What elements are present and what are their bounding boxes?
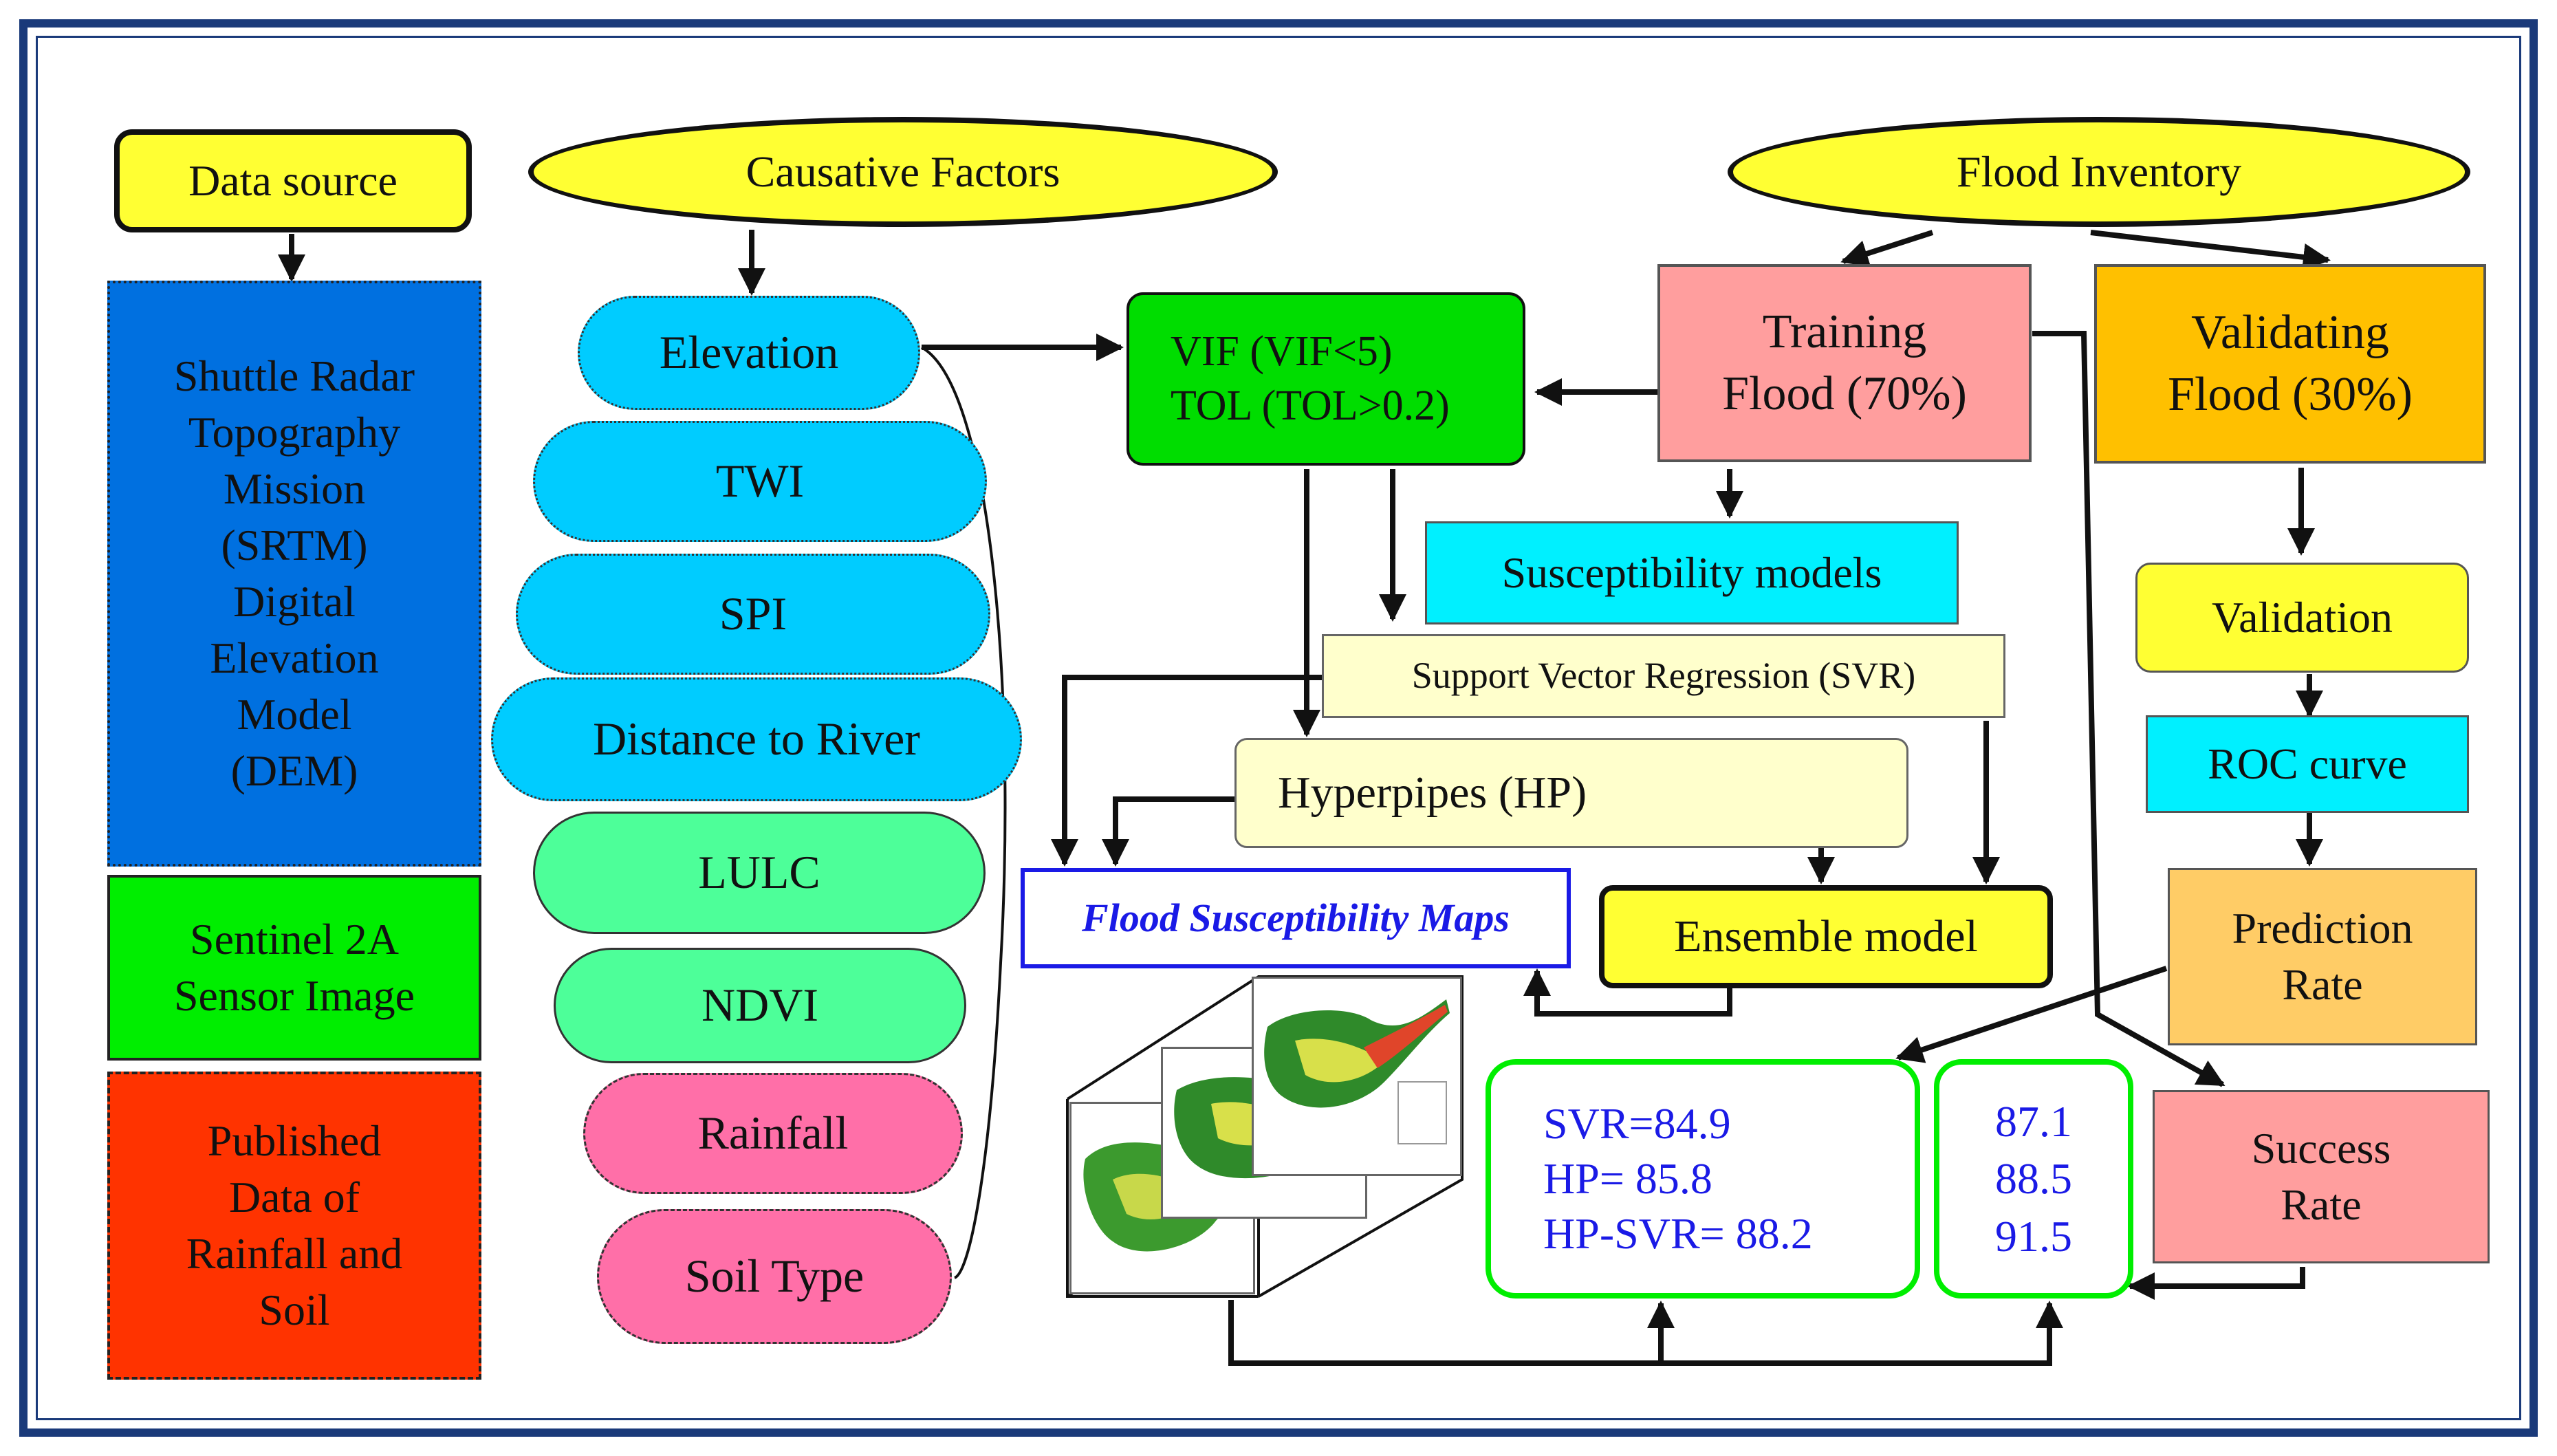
srtm-line: Elevation (210, 633, 379, 682)
arrow-inventory-validating (2090, 230, 2331, 271)
data-source-title: Data source (114, 129, 472, 232)
factor-label: Elevation (659, 326, 839, 379)
data-source-title-label: Data source (188, 156, 398, 206)
arrow-prediction-results (1895, 966, 2168, 1063)
hyperpipes-label: Hyperpipes (HP) (1278, 767, 1587, 818)
result-line: SVR=84.9 (1543, 1099, 1731, 1148)
training-flood-box: Training Flood (70%) (1657, 264, 2032, 462)
training-line: Training (1762, 305, 1927, 359)
arrow-maps-result2 (1661, 1301, 2063, 1366)
ensemble-model-label: Ensemble model (1674, 911, 1978, 961)
factor-ndvi: NDVI (554, 948, 966, 1063)
vif-line: VIF (VIF<5) (1171, 327, 1393, 375)
result-line: 88.5 (1995, 1154, 2072, 1204)
prediction-line: Prediction (2232, 904, 2413, 953)
arrow-ensemble-maps (1523, 968, 1732, 1017)
srtm-line: Mission (223, 464, 366, 514)
factor-label: TWI (715, 455, 805, 508)
prediction-rate-box: Prediction Rate (2168, 868, 2477, 1045)
factor-label: LULC (698, 846, 820, 899)
factor-elevation: Elevation (578, 296, 920, 410)
success-results-box: 87.1 88.5 91.5 (1934, 1059, 2133, 1299)
factor-label: Rainfall (697, 1107, 849, 1160)
vif-tol-box: VIF (VIF<5) TOL (TOL>0.2) (1127, 292, 1525, 466)
factor-label: NDVI (701, 979, 818, 1032)
causative-factors-title: Causative Factors (528, 117, 1278, 227)
roc-curve-box: ROC curve (2146, 715, 2469, 813)
srtm-line: (SRTM) (221, 521, 368, 570)
tol-line: TOL (TOL>0.2) (1171, 382, 1450, 429)
flood-inventory-label: Flood Inventory (1956, 147, 2242, 197)
success-rate-box: Success Rate (2153, 1090, 2490, 1263)
arrow-inventory-training (1840, 230, 1934, 267)
validation-label: Validation (2211, 593, 2393, 642)
srtm-line: Model (237, 689, 352, 739)
success-line: Rate (2281, 1180, 2362, 1229)
map-image-3 (1264, 999, 1450, 1144)
susceptibility-models-box: Susceptibility models (1425, 521, 1959, 624)
inner-frame (36, 36, 2521, 1420)
result-line: HP= 85.8 (1543, 1154, 1712, 1203)
validating-line: Flood (30%) (2168, 368, 2413, 421)
arrow-success-results (2127, 1267, 2305, 1300)
srtm-line: Topography (188, 408, 401, 457)
roc-curve-label: ROC curve (2208, 739, 2407, 789)
ensemble-model-box: Ensemble model (1599, 885, 2053, 988)
factor-soil-type: Soil Type (597, 1209, 952, 1344)
causative-factors-label: Causative Factors (746, 147, 1060, 197)
prediction-results-box: SVR=84.9 HP= 85.8 HP-SVR= 88.2 (1486, 1059, 1920, 1299)
success-line: Success (2251, 1124, 2391, 1173)
factor-distance-to-river: Distance to River (491, 677, 1022, 801)
factor-lulc: LULC (533, 812, 986, 934)
factor-label: Distance to River (593, 713, 920, 765)
srtm-line: Shuttle Radar (173, 351, 415, 401)
factor-bracket (921, 346, 1007, 1279)
factor-spi: SPI (516, 554, 990, 675)
factor-rainfall: Rainfall (583, 1073, 963, 1194)
result-line: 91.5 (1995, 1211, 2072, 1261)
susceptibility-models-label: Susceptibility models (1501, 548, 1882, 598)
svr-label: Support Vector Regression (SVR) (1411, 655, 1916, 697)
result-line: 87.1 (1995, 1097, 2072, 1147)
outer-frame (19, 19, 2538, 1437)
arrow-training-success (2032, 331, 2226, 1087)
flood-inventory-title: Flood Inventory (1728, 117, 2470, 227)
arrow-hp-maps (1102, 796, 1234, 867)
factor-label: Soil Type (684, 1250, 864, 1303)
flood-susceptibility-maps-box: Flood Susceptibility Maps (1021, 868, 1571, 968)
srtm-line: Digital (233, 577, 356, 626)
map-thumbnail-3 (1252, 977, 1462, 1176)
validating-flood-box: Validating Flood (30%) (2094, 264, 2486, 464)
hyperpipes-box: Hyperpipes (HP) (1234, 738, 1908, 848)
published-line: Published (207, 1116, 382, 1166)
training-line: Flood (70%) (1722, 367, 1967, 420)
srtm-line: (DEM) (230, 746, 358, 795)
prediction-line: Rate (2282, 960, 2363, 1009)
published-data-box: Published Data of Rainfall and Soil (107, 1072, 481, 1380)
result-line: HP-SVR= 88.2 (1543, 1209, 1813, 1258)
sentinel-line: Sentinel 2A (190, 915, 399, 964)
arrow-maps-result1 (1228, 1300, 1675, 1366)
sentinel-box: Sentinel 2A Sensor Image (107, 875, 481, 1061)
arrow-svr-maps (1051, 675, 1322, 867)
svr-box: Support Vector Regression (SVR) (1322, 634, 2005, 718)
factor-label: SPI (719, 587, 787, 640)
validating-line: Validating (2191, 306, 2389, 360)
srtm-box: Shuttle Radar Topography Mission (SRTM) … (107, 281, 481, 867)
validation-box: Validation (2135, 563, 2469, 673)
factor-twi: TWI (533, 421, 987, 542)
flood-susceptibility-maps-label: Flood Susceptibility Maps (1082, 895, 1510, 940)
published-line: Soil (259, 1285, 330, 1334)
published-line: Data of (228, 1173, 360, 1222)
published-line: Rainfall and (186, 1229, 403, 1278)
sentinel-line: Sensor Image (173, 971, 415, 1020)
